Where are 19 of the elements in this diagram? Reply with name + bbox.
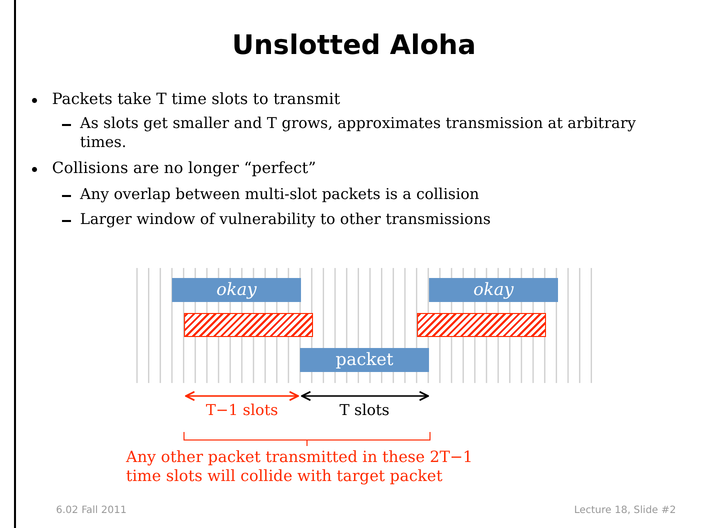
bullet-text: Any overlap between multi-slot packets is a collision xyxy=(80,185,480,204)
dimension-label: T−1 slots xyxy=(204,400,280,420)
bullet-text: As slots get smaller and T grows, approximates transmission at arbitrary times. xyxy=(80,114,637,152)
bar-label: okay xyxy=(473,280,514,300)
packet-bar xyxy=(300,348,429,372)
bullet-text: Packets take T time slots to transmit xyxy=(52,90,342,109)
bullet-text: Collisions are no longer “perfect” xyxy=(52,159,318,178)
slide-title: Unslotted Aloha xyxy=(230,30,477,61)
footer-text: Lecture 18, Slide #2 xyxy=(573,504,676,518)
bar-label: okay xyxy=(216,280,257,300)
packet-bar xyxy=(429,278,558,302)
vulnerability-window-bar xyxy=(417,313,546,337)
vulnerability-window-bar xyxy=(184,313,313,337)
packet-bar xyxy=(172,278,301,302)
bar-label: packet xyxy=(336,350,394,370)
footer-text: 6.02 Fall 2011 xyxy=(56,504,128,518)
note-text: Any other packet transmitted in these 2T−1 time slots will collide with target packet xyxy=(126,448,474,486)
bullet-text: Larger window of vulnerability to other transmissions xyxy=(80,210,492,229)
dimension-label: T slots xyxy=(338,400,391,420)
